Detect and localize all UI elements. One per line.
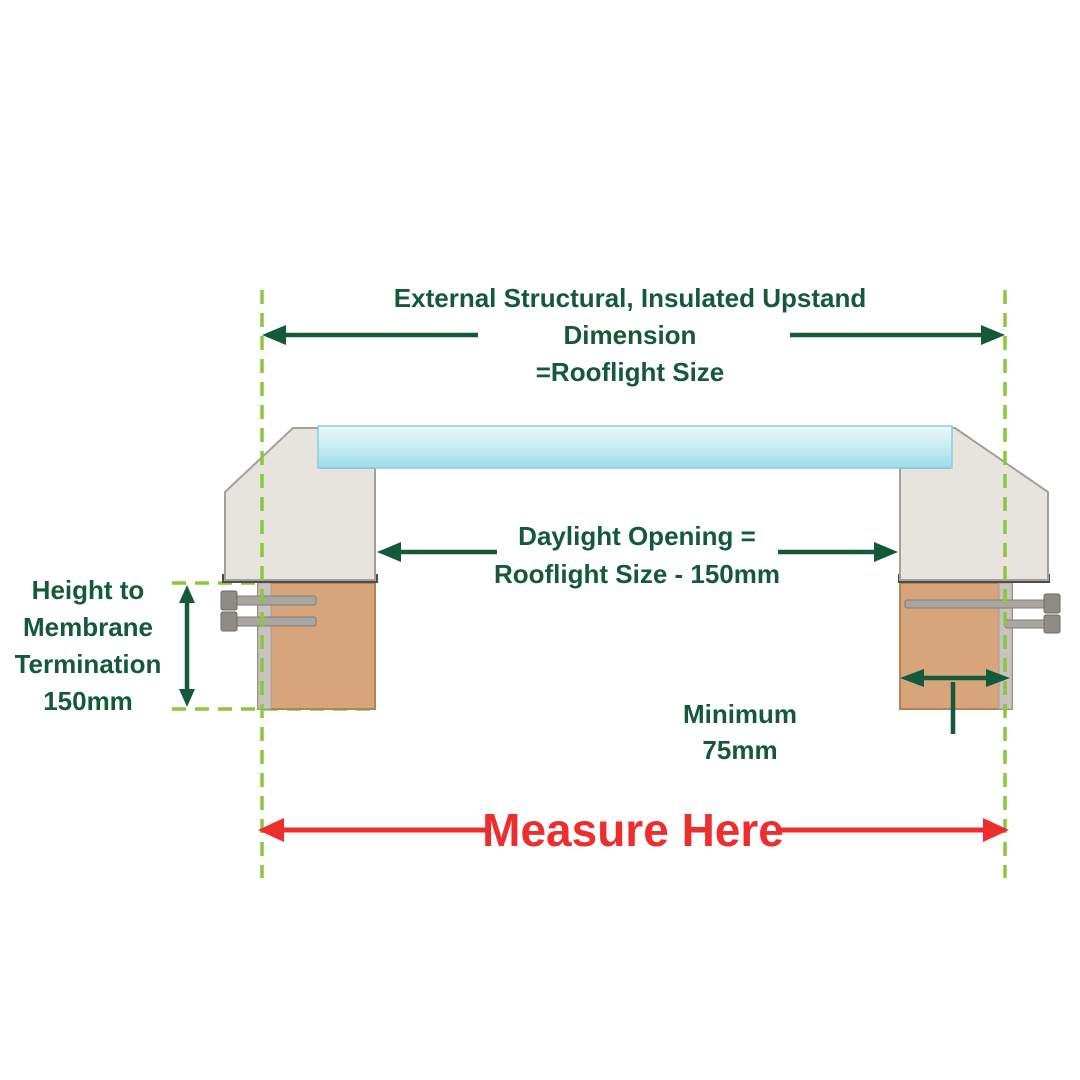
- left-upstand-profile: [224, 427, 376, 581]
- minimum-label-line2: 75mm: [702, 735, 777, 765]
- arrowhead-right-icon: [983, 818, 1009, 842]
- bolt-head: [1043, 614, 1061, 634]
- left-fixing-bolts: [220, 590, 317, 632]
- arrowhead-left-icon: [258, 818, 284, 842]
- external-upstand-label-line1: External Structural, Insulated Upstand: [394, 283, 866, 313]
- arrowhead-down-icon: [179, 689, 195, 707]
- arrowhead-right-icon: [874, 542, 898, 562]
- height-membrane-label-line4: 150mm: [43, 686, 133, 716]
- height-membrane-label-line3: Termination: [15, 649, 162, 679]
- arrowhead-left-icon: [262, 325, 286, 345]
- bolt-shaft: [904, 599, 1048, 609]
- daylight-opening-label-line2: Rooflight Size - 150mm: [494, 559, 780, 589]
- arrowhead-left-icon: [377, 542, 401, 562]
- external-upstand-label-line3: =Rooflight Size: [536, 357, 725, 387]
- height-membrane-label-line2: Membrane: [23, 612, 153, 642]
- glass-panel: [317, 425, 953, 469]
- minimum-label-line1: Minimum: [683, 699, 797, 729]
- right-fixing-bolts: [904, 593, 1061, 634]
- bolt-head: [220, 611, 238, 632]
- bolt-shaft: [235, 616, 317, 627]
- bolt-head: [220, 590, 238, 611]
- bolt-head: [1043, 593, 1061, 614]
- arrowhead-right-icon: [986, 669, 1010, 687]
- arrowhead-right-icon: [981, 325, 1005, 345]
- height-membrane-label-line1: Height to: [32, 575, 145, 605]
- arrowhead-up-icon: [179, 585, 195, 603]
- bolt-shaft: [235, 595, 317, 606]
- arrowhead-left-icon: [900, 669, 924, 687]
- measure-here-label: Measure Here: [482, 804, 784, 856]
- bolt-shaft: [1004, 619, 1048, 629]
- daylight-opening-label-line1: Daylight Opening =: [518, 521, 756, 551]
- external-upstand-label-line2: Dimension: [564, 320, 697, 350]
